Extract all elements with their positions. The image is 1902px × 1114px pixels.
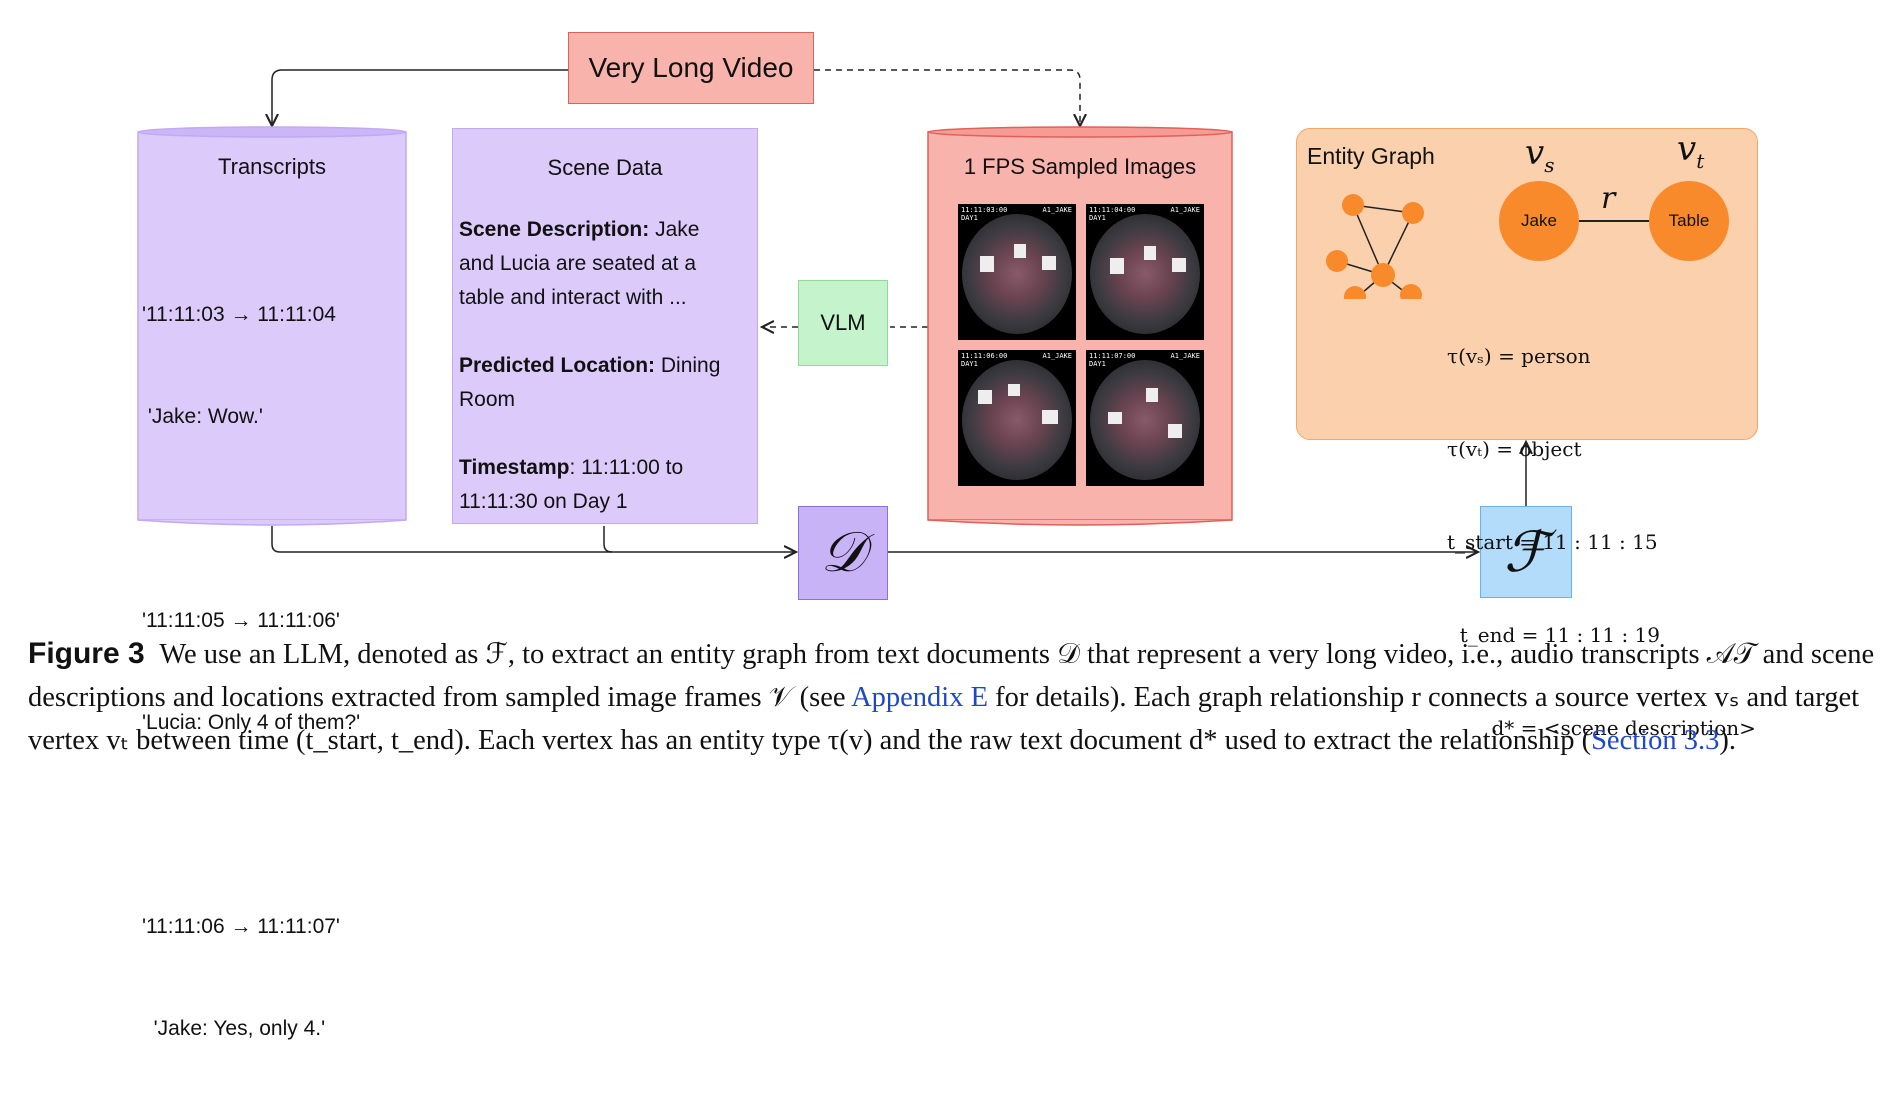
transcript-line: 'Jake: Yes, only 4.': [142, 1017, 326, 1040]
llm-box: ℱ: [1480, 506, 1572, 598]
video-frame: 11:11:04:00 DAY1 A1_JAKE: [1086, 204, 1204, 340]
caption-text: We use an LLM, denoted as ℱ, to extract …: [28, 639, 1875, 713]
scene-data-box: Scene Data Scene Description: Jake and L…: [452, 128, 758, 524]
transcript-line: '11:11:05 → 11:11:06': [142, 609, 340, 632]
video-frame: 11:11:03:00 DAY1 A1_JAKE: [958, 204, 1076, 340]
appendix-link[interactable]: Appendix E: [851, 682, 988, 713]
transcript-line: ​: [142, 502, 360, 536]
graph-icon: [1326, 194, 1424, 299]
scene-description-text: Jake and Lucia are seated at a table and…: [459, 218, 700, 309]
frame-timestamp: 11:11:04:00 DAY1: [1089, 206, 1136, 222]
timestamp-label: Timestamp: [459, 456, 570, 479]
very-long-video-box: Very Long Video: [568, 32, 814, 104]
transcripts-title: Transcripts: [218, 154, 326, 179]
equation-line: τ(vₜ) = object: [1447, 437, 1582, 461]
entity-graph-title: Entity Graph: [1307, 143, 1435, 169]
frame-camera-tag: A1_JAKE: [1042, 206, 1072, 214]
equation-line: t_start = 11 : 11 : 15: [1447, 530, 1658, 554]
target-node: Table: [1649, 181, 1729, 261]
caption-text-end: ).: [1719, 725, 1736, 756]
llm-symbol: ℱ: [1503, 519, 1549, 585]
arrow-transcripts-to-documents: [271, 526, 796, 552]
video-frame: 11:11:07:00 DAY1 A1_JAKE: [1086, 350, 1204, 486]
frame-timestamp: 11:11:06:00 DAY1: [961, 352, 1008, 368]
text-documents-symbol: 𝒟: [820, 520, 866, 585]
equation-line: t_end = 11 : 11 : 19: [1447, 623, 1660, 647]
equation-line: τ(vₛ) = person: [1447, 344, 1591, 368]
transcripts-box: Transcripts '11:11:03 → 11:11:04 'Jake: …: [138, 128, 406, 1040]
frame-grid: 11:11:03:00 DAY1 A1_JAKE 11:11:04:00 DAY…: [958, 204, 1206, 494]
sampled-images-box: 1 FPS Sampled Images 11:11:03:00 DAY1 A1…: [928, 128, 1232, 524]
predicted-location: Predicted Location: Dining Room: [459, 349, 749, 417]
equation-line: d* = <scene description>: [1447, 716, 1756, 740]
frame-timestamp: 11:11:03:00 DAY1: [961, 206, 1008, 222]
scene-data-title: Scene Data: [547, 155, 663, 180]
figure-caption: Figure 3 We use an LLM, denoted as ℱ, to…: [28, 632, 1888, 762]
text-documents-box: 𝒟: [798, 506, 888, 600]
sampled-images-title: 1 FPS Sampled Images: [963, 154, 1197, 179]
figure-label: Figure 3: [28, 637, 145, 670]
target-vertex-label: vt: [1677, 129, 1705, 173]
entity-equations: τ(vₛ) = person τ(vₜ) = object t_start = …: [1447, 279, 1756, 806]
relationship-edge: [1579, 220, 1649, 222]
transcript-line: ​: [142, 808, 360, 842]
arrow-video-to-transcripts: [272, 69, 568, 126]
video-frame: 11:11:06:00 DAY1 A1_JAKE: [958, 350, 1076, 486]
section-link[interactable]: Section 3.3: [1591, 725, 1720, 756]
scene-data-content: Scene Description: Jake and Lucia are se…: [459, 213, 749, 519]
frame-camera-tag: A1_JAKE: [1042, 352, 1072, 360]
transcript-line: '11:11:03 → 11:11:04: [142, 303, 336, 326]
vlm-label: VLM: [820, 310, 866, 335]
source-vertex-label: vs: [1525, 133, 1555, 177]
predicted-location-text: Dining Room: [459, 354, 721, 411]
frame-camera-tag: A1_JAKE: [1170, 206, 1200, 214]
timestamp-text: : 11:11:00 to 11:11:30 on Day 1: [459, 456, 684, 513]
arrow-scene-to-documents: [603, 526, 613, 553]
vlm-box: VLM: [798, 280, 888, 366]
arrow-video-to-images: [814, 69, 1080, 126]
very-long-video-label: Very Long Video: [588, 52, 794, 83]
predicted-location-label: Predicted Location:: [459, 354, 656, 377]
frame-timestamp: 11:11:07:00 DAY1: [1089, 352, 1136, 368]
transcript-line: 'Lucia: Only 4 of them?': [142, 711, 361, 734]
frame-camera-tag: A1_JAKE: [1170, 352, 1200, 360]
transcripts-cylinder: [137, 126, 407, 526]
relationship-label: r: [1601, 181, 1616, 216]
timestamp: Timestamp: 11:11:00 to 11:11:30 on Day 1: [459, 451, 729, 519]
scene-description-label: Scene Description:: [459, 218, 650, 241]
scene-description: Scene Description: Jake and Lucia are se…: [459, 213, 729, 315]
source-node: Jake: [1499, 181, 1579, 261]
caption-text-middle: for details). Each graph relationship r …: [28, 682, 1860, 756]
entity-graph-box: Entity Graph vs vt r Jake Table τ(vₛ) = …: [1296, 128, 1758, 740]
transcript-line: 'Jake: Wow.': [142, 405, 263, 428]
transcript-line: '11:11:06 → 11:11:07': [142, 915, 340, 938]
